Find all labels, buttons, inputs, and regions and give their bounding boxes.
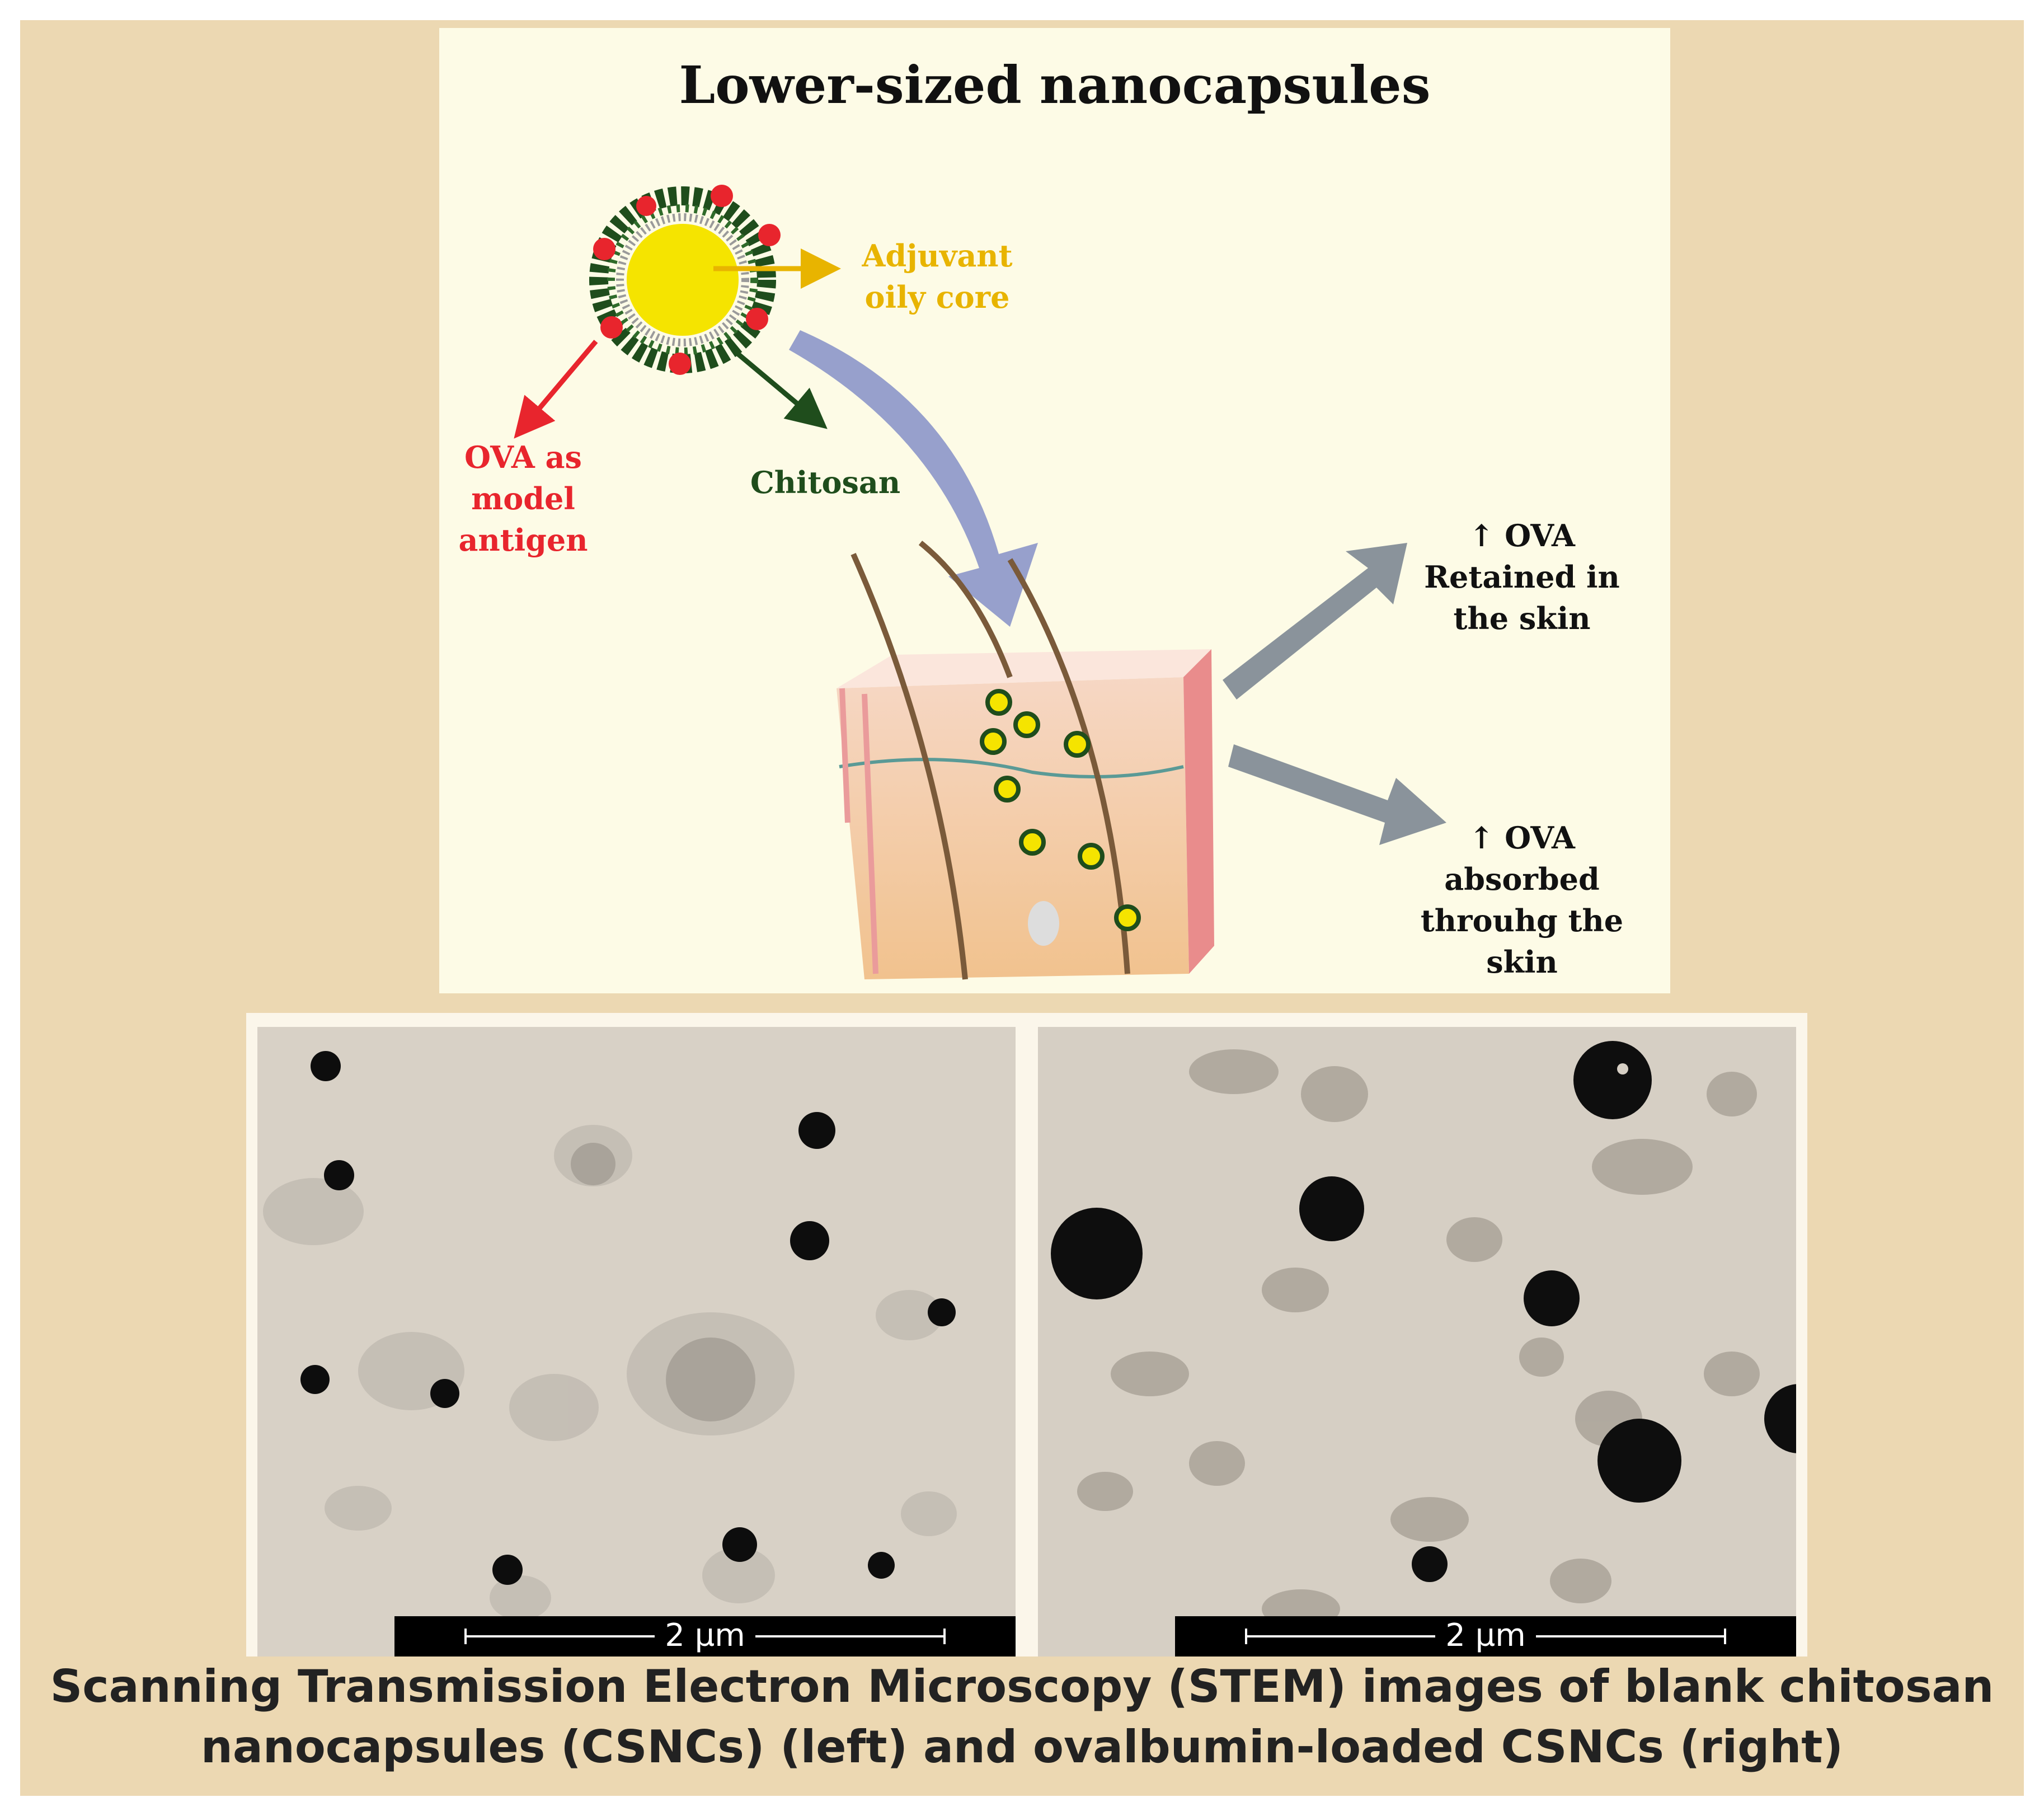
schematic-drawing xyxy=(514,185,1446,980)
absorbed-arrow xyxy=(1228,744,1446,845)
caption-line-2: nanocapsules (CSNCs) (left) and ovalbumi… xyxy=(200,1721,1844,1773)
retained-label: ↑ OVA Retained in the skin xyxy=(1424,518,1620,636)
core-label: Adjuvant oily core xyxy=(862,238,1013,315)
scale-label: 2 µm xyxy=(1435,1617,1536,1654)
retained-arrow xyxy=(1223,543,1407,700)
diagram-title: Lower-sized nanocapsules xyxy=(679,55,1431,115)
antigen-arrow xyxy=(514,340,598,439)
delivery-arrow xyxy=(789,330,1038,627)
chitosan-label: Chitosan xyxy=(750,464,901,500)
micrograph-blank-image xyxy=(257,1027,1016,1657)
micrograph-strip: 2 µm xyxy=(246,1013,1807,1657)
scale-label: 2 µm xyxy=(655,1617,755,1654)
micrograph-ova-loaded-csncs: 2 µm xyxy=(1038,1027,1796,1657)
micrograph-ova-image xyxy=(1038,1027,1796,1657)
scale-bar: 2 µm xyxy=(1175,1616,1796,1657)
micrograph-blank-csncs: 2 µm xyxy=(257,1027,1016,1657)
figure-caption: Scanning Transmission Electron Microscop… xyxy=(0,1657,2044,1777)
schematic-panel: Lower-sized nanocapsules xyxy=(439,28,1670,993)
nanocapsule-icon xyxy=(589,185,781,375)
scale-bar: 2 µm xyxy=(394,1616,1016,1657)
skin-block-icon xyxy=(837,541,1214,980)
antigen-label: OVA as model antigen xyxy=(458,439,588,558)
absorbed-label: ↑ OVA absorbed throuhg the skin xyxy=(1420,820,1624,980)
caption-line-1: Scanning Transmission Electron Microscop… xyxy=(50,1660,1994,1712)
chitosan-arrow xyxy=(731,348,828,429)
